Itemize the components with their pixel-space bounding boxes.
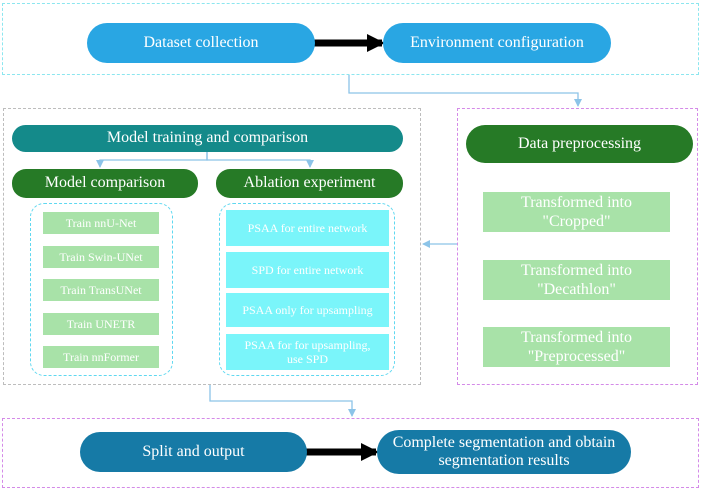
model-item-unetr: Train UNETR xyxy=(43,313,159,335)
model-item-swin-unet: Train Swin-UNet xyxy=(43,246,159,268)
model-item-transunet: Train TransUNet xyxy=(43,279,159,301)
step-decathlon: Transformed into "Decathlon" xyxy=(483,260,670,300)
model-comparison-node: Model comparison xyxy=(12,169,198,198)
complete-segmentation-node: Complete segmentation and obtain segment… xyxy=(377,430,631,474)
arrow-training-to-ablation xyxy=(206,152,314,168)
training-stage-frame xyxy=(3,108,421,385)
preprocessing-stage-frame xyxy=(457,108,698,385)
dataset-collection-node: Dataset collection xyxy=(87,23,315,63)
ablation-item-psaa-entire: PSAA for entire network xyxy=(226,210,389,246)
step-cropped: Transformed into "Cropped" xyxy=(483,192,670,232)
model-training-node: Model training and comparison xyxy=(12,125,403,152)
environment-configuration-node: Environment configuration xyxy=(383,23,611,63)
ablation-item-spd-entire: SPD for entire network xyxy=(226,252,389,288)
step-preprocessed: Transformed into "Preprocessed" xyxy=(483,327,670,367)
model-comparison-group xyxy=(30,203,173,376)
split-output-node: Split and output xyxy=(80,432,307,472)
ablation-item-psaa-upsampling-spd: PSAA for for upsampling, use SPD xyxy=(226,334,389,370)
output-stage-frame xyxy=(2,418,699,488)
ablation-group xyxy=(219,203,395,376)
arrow-training-to-comparison xyxy=(96,152,208,168)
model-item-nnformer: Train nnFormer xyxy=(43,346,159,368)
ablation-experiment-node: Ablation experiment xyxy=(216,169,403,198)
data-preprocessing-node: Data preprocessing xyxy=(466,125,693,163)
ablation-item-psaa-upsampling: PSAA only for upsampling xyxy=(226,293,389,327)
model-item-nnunet: Train nnU-Net xyxy=(43,212,159,234)
arrow-env-to-preprocessing xyxy=(348,75,582,107)
top-stage-frame xyxy=(2,3,699,75)
arrow-training-to-output xyxy=(209,385,356,417)
